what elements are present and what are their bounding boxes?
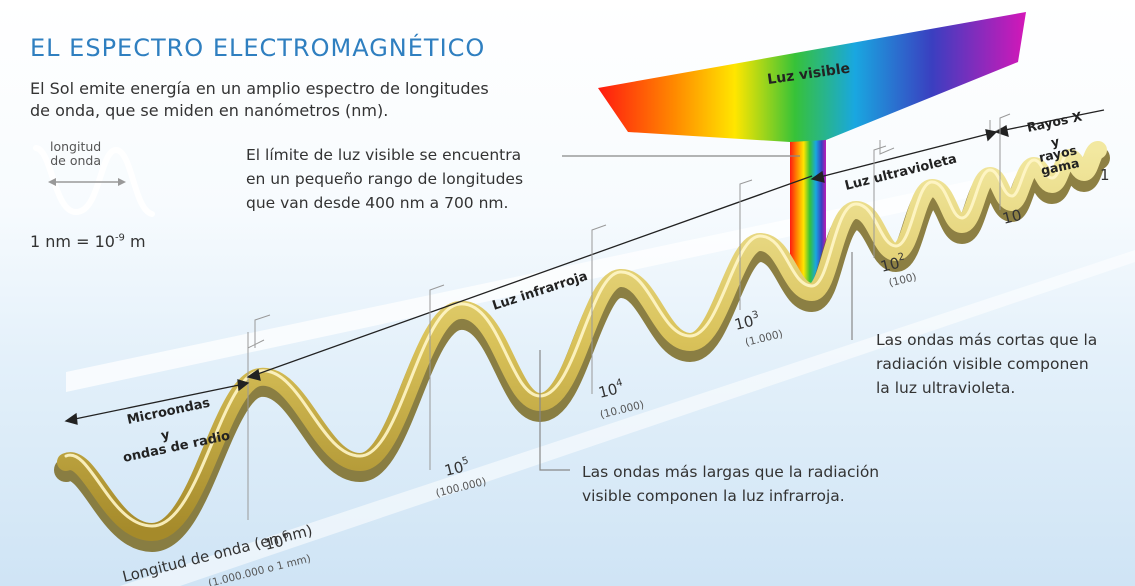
tick-label-10: 10 [1001,206,1024,228]
tick-label-1e3: 103 (1.000) [732,309,784,349]
svg-text:104: 104 [596,377,625,402]
band-label-xray-and: y [1050,134,1061,150]
visible-light-fan [598,12,1026,146]
visible-light-note: El límite de luz visible se encuentra en… [246,146,524,212]
infrared-note: Las ondas más largas que la radiación vi… [582,463,880,505]
page-title: EL ESPECTRO ELECTROMAGNÉTICO [30,34,486,62]
tick-label-1e4: 104 (10.000) [596,377,646,421]
tick-label-1: 1 [1100,166,1110,184]
svg-text:106: 106 [262,529,291,554]
leader-lines [539,155,853,471]
svg-text:(1.000): (1.000) [744,328,784,349]
axis-ticks [254,113,1011,470]
wave-ribbon-highlight [64,150,1072,528]
svg-text:105: 105 [442,455,471,480]
svg-text:(100): (100) [888,271,918,289]
svg-text:102: 102 [878,251,907,276]
intro-line-1: El Sol emite energía en un amplio espect… [30,79,489,98]
ultraviolet-note: Las ondas más cortas que la radiación vi… [876,331,1098,397]
band-label-microwave-and: y [160,427,172,444]
front-plane [120,250,1135,586]
nanometer-definition: 1 nm = 10-9 m [30,232,146,251]
band-label-microwave: Microondas [126,396,212,428]
intro-line-2: de onda, que se miden en nanómetros (nm)… [30,101,389,120]
band-label-xray: Rayos X [1026,109,1084,135]
svg-text:103: 103 [732,309,761,334]
wave-ribbon [57,141,1107,542]
wavelength-icon-label: longitud de onda [50,139,102,168]
wavelength-wave-icon [33,145,155,217]
intro-text: El Sol emite energía en un amplio espect… [30,78,489,122]
band-arrows [64,109,1105,425]
